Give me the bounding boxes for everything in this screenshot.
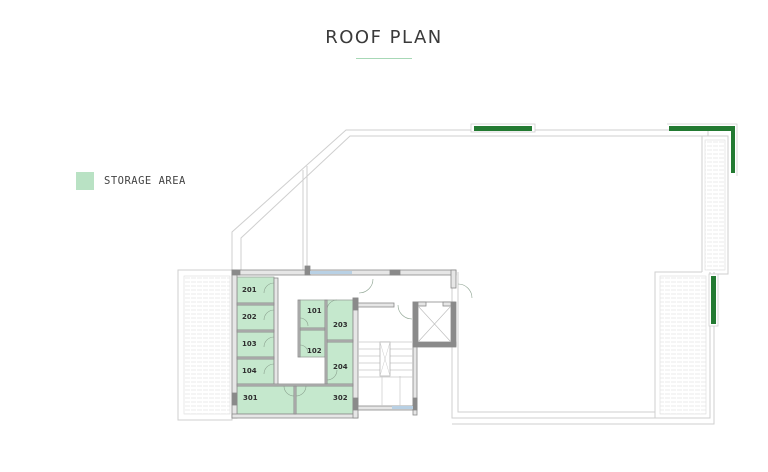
room-label-204: 204 [333,363,348,371]
room-label-102: 102 [307,347,322,355]
left-deck [177,269,233,421]
room-label-101: 101 [307,307,322,315]
room-label-201: 201 [242,286,257,294]
room-label-103: 103 [242,340,257,348]
door-swings [263,278,473,397]
core-walls [231,265,457,419]
legend: STORAGE AREA [76,172,186,190]
page-title: ROOF PLAN [325,27,443,48]
legend-label-storage-area: STORAGE AREA [104,175,186,187]
roof-outline [231,129,709,272]
room-label-301: 301 [243,394,258,402]
green-parapets [470,123,738,327]
room-labels: 201 202 103 104 101 102 203 204 301 302 [242,286,348,402]
stairs [358,341,413,406]
storage-area-swatch [76,172,94,190]
room-label-202: 202 [242,313,257,321]
right-bottom-deck [654,271,711,419]
storage-rooms [236,276,354,415]
title-underline [356,58,412,59]
room-label-302: 302 [333,394,348,402]
right-top-deck [701,135,729,275]
room-label-104: 104 [242,367,257,375]
room-label-203: 203 [333,321,348,329]
